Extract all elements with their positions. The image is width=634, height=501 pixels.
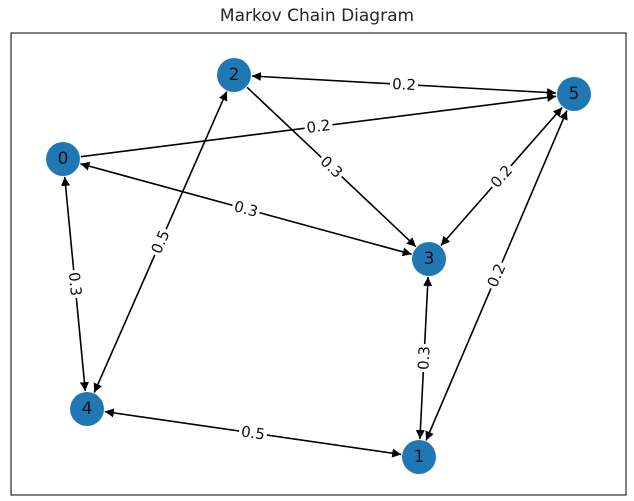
edge-label-5-3: 0.2 (485, 160, 518, 193)
node-circle (70, 392, 104, 426)
node-label: 0 (58, 149, 69, 169)
node-1: 1 (402, 440, 436, 474)
edge-label-0-5: 0.2 (303, 115, 334, 138)
edge-label-3-1: 0.3 (414, 343, 434, 373)
node-label: 3 (424, 249, 435, 269)
node-circle (412, 242, 446, 276)
svg-text:0.2: 0.2 (306, 116, 332, 137)
node-5: 5 (557, 77, 591, 111)
svg-text:0.3: 0.3 (414, 346, 433, 371)
chart-title: Markov Chain Diagram (219, 6, 415, 26)
plot-frame (10, 32, 627, 496)
edge-label-2-5: 0.2 (389, 74, 419, 95)
edge-label-5-1: 0.2 (482, 259, 511, 292)
node-label: 5 (569, 84, 580, 104)
svg-text:0.5: 0.5 (240, 422, 266, 443)
node-label: 2 (229, 65, 240, 85)
svg-text:0.2: 0.2 (392, 75, 417, 94)
node-circle (46, 142, 80, 176)
node-4: 4 (70, 392, 104, 426)
edge-label-0-3: 0.3 (230, 196, 262, 222)
node-label: 4 (82, 399, 93, 419)
node-circle (557, 77, 591, 111)
nodes-layer: 0 1 2 3 4 5 (46, 58, 591, 474)
svg-text:0.3: 0.3 (65, 271, 85, 296)
node-3: 3 (412, 242, 446, 276)
edge-label-2-4: 0.5 (146, 225, 175, 259)
node-label: 1 (414, 447, 425, 467)
node-0: 0 (46, 142, 80, 176)
node-circle (402, 440, 436, 474)
node-2: 2 (217, 58, 251, 92)
svg-text:0.3: 0.3 (232, 197, 260, 221)
svg-text:0.2: 0.2 (487, 162, 516, 192)
edge-label-4-1: 0.5 (237, 422, 269, 444)
node-circle (217, 58, 251, 92)
edge-label-0-4: 0.3 (64, 269, 86, 299)
